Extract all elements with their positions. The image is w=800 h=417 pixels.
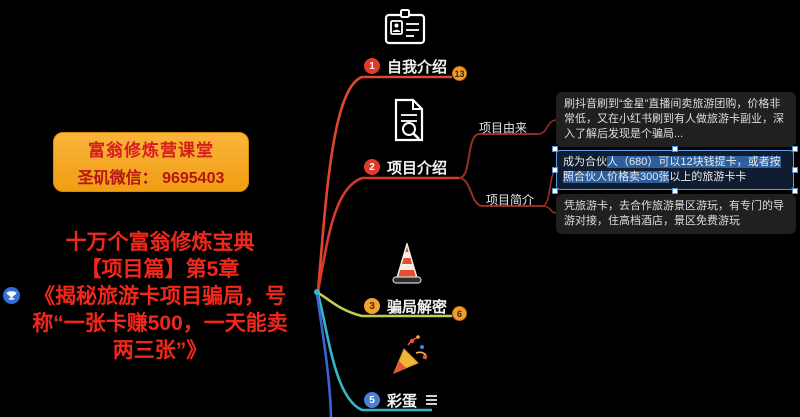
resize-handle-n[interactable]	[672, 146, 678, 152]
resize-handle-s[interactable]	[672, 188, 678, 194]
promo-title: 富翁修炼营课堂	[88, 141, 214, 160]
note-brief-plain[interactable]: 凭旅游卡，去合作旅游景区游玩，有专门的导游对接，住高档酒店，景区免费游玩	[556, 194, 796, 234]
headline-line-5: 两三张”》	[112, 339, 208, 362]
resize-handle-w[interactable]	[552, 167, 558, 173]
promo-box[interactable]: 富翁修炼营课堂 圣矶微信： 9695403	[53, 132, 249, 192]
branch-self-intro[interactable]: 1 自我介绍	[364, 57, 448, 76]
resize-handle-nw[interactable]	[552, 146, 558, 152]
branch-easter-egg[interactable]: 5 彩蛋	[364, 391, 438, 410]
trophy-icon	[3, 287, 20, 304]
branch-label-project-intro: 项目介绍	[387, 159, 448, 177]
resize-handle-ne[interactable]	[792, 146, 798, 152]
headline-line-4: 称“一张卡赚500，一天能卖	[32, 312, 288, 335]
note-brief-selected[interactable]: 成为合伙人（680）可以12块钱提卡，或者按照合伙人价格卖300张以上的旅游卡卡	[556, 150, 794, 190]
subtopic-project-brief[interactable]: 项目简介	[486, 193, 535, 207]
promo-wechat: 圣矶微信： 9695403	[77, 170, 225, 187]
branch-project-intro[interactable]: 2 项目介绍	[364, 158, 448, 177]
resize-handle-se[interactable]	[792, 188, 798, 194]
number-2-marker: 2	[364, 159, 380, 175]
branch-scam-reveal[interactable]: 3 骗局解密	[364, 297, 448, 316]
headline-topic[interactable]: 十万个富翁修炼宝典 【项目篇】第5章 《揭秘旅游卡项目骗局，号 称“一张卡赚50…	[8, 229, 312, 364]
note-text-suffix: 以上的旅游卡卡	[669, 171, 747, 183]
collapse-badge-6[interactable]: 6	[452, 306, 467, 321]
resize-handle-e[interactable]	[792, 167, 798, 173]
party-popper-icon[interactable]	[388, 333, 430, 379]
number-5-marker: 5	[364, 392, 380, 408]
traffic-cone-icon[interactable]	[392, 241, 422, 285]
notes-indicator-icon[interactable]	[426, 395, 438, 405]
number-3-marker: 3	[364, 298, 380, 314]
note-text-prefix: 成为合伙	[563, 156, 607, 168]
note-project-origin[interactable]: 刷抖音刷到“金星”直播间卖旅游团购，价格非常低，又在小红书刷到有人做旅游卡副业，…	[556, 92, 796, 147]
collapse-badge-13[interactable]: 13	[452, 66, 467, 81]
id-card-icon[interactable]	[383, 8, 427, 46]
branch-label-scam-reveal: 骗局解密	[387, 298, 448, 316]
headline-line-1: 十万个富翁修炼宝典	[65, 231, 255, 254]
branch-label-easter-egg: 彩蛋	[387, 392, 418, 410]
document-search-icon[interactable]	[389, 97, 429, 143]
branch-label-self-intro: 自我介绍	[387, 58, 448, 76]
number-1-marker: 1	[364, 58, 380, 74]
note-brief-selected-wrap: 成为合伙人（680）可以12块钱提卡，或者按照合伙人价格卖300张以上的旅游卡卡	[552, 146, 798, 194]
resize-handle-sw[interactable]	[552, 188, 558, 194]
headline-line-3: 《揭秘旅游卡项目骗局，号	[34, 285, 286, 308]
headline-line-2: 【项目篇】第5章	[80, 258, 240, 281]
subtopic-project-origin[interactable]: 项目由来	[479, 121, 528, 135]
